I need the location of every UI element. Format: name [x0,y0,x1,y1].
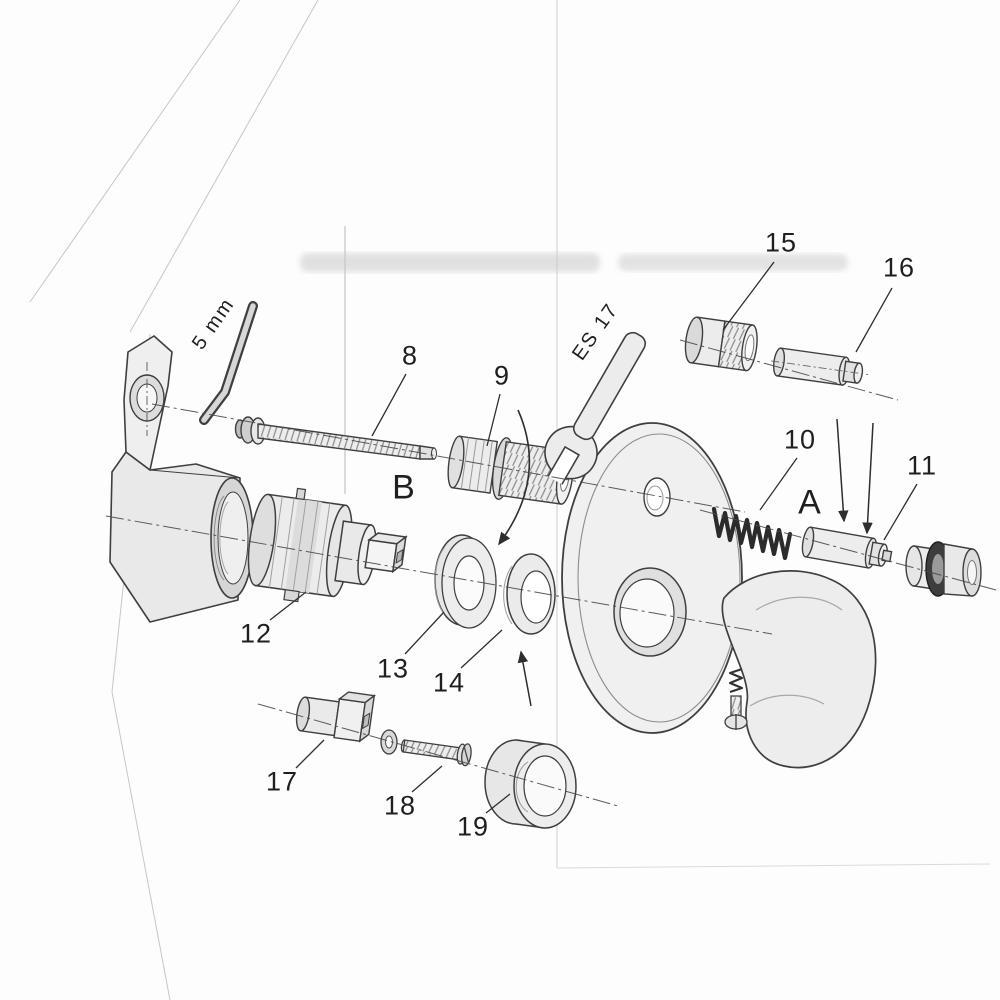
allen-key-icon [199,301,258,425]
valve-body [109,335,254,623]
threaded-rod-part8 [234,416,437,460]
part-label-19: 19 [456,811,490,842]
retaining-nut-part13 [434,534,497,629]
extension-socket-part15 [684,316,758,372]
assembly-marker-a: A [798,483,822,522]
open-end-wrench-icon [544,331,647,485]
lever-handle [721,570,877,769]
cartridge-part12 [247,487,408,603]
plate-top-hole [643,477,671,517]
spindle-extension-part16 [771,347,869,386]
part-label-9: 9 [493,360,511,391]
assembly-arrows [517,418,874,707]
dome-cap-part14 [503,553,556,635]
hub-cap-assembly [905,541,982,597]
cartridge-stem-socket [395,548,404,564]
part-label-15: 15 [764,227,798,258]
escutcheon-plate [561,422,743,734]
rotation-arrow [498,409,531,546]
spindle-adapter-part11 [801,526,893,569]
handle-set-screw [724,667,748,730]
part-label-14: 14 [432,667,466,698]
part-label-12: 12 [239,618,273,649]
part-label-10: 10 [783,424,817,455]
illegible-scan-text [618,254,848,271]
spring-part10 [711,506,793,561]
centerlines [105,339,997,807]
screw-part18 [380,729,472,767]
part-label-18: 18 [383,790,417,821]
part-label-11: 11 [906,450,938,481]
part-label-17: 17 [265,766,299,797]
part-label-8: 8 [401,340,419,371]
part-label-16: 16 [882,252,916,283]
adapter-block-part17 [295,691,377,743]
leader-lines [269,261,918,814]
part-label-13: 13 [376,653,410,684]
illegible-scan-text [300,253,600,272]
assembly-marker-b: B [392,468,416,507]
trim-sleeve-part19 [484,739,577,829]
